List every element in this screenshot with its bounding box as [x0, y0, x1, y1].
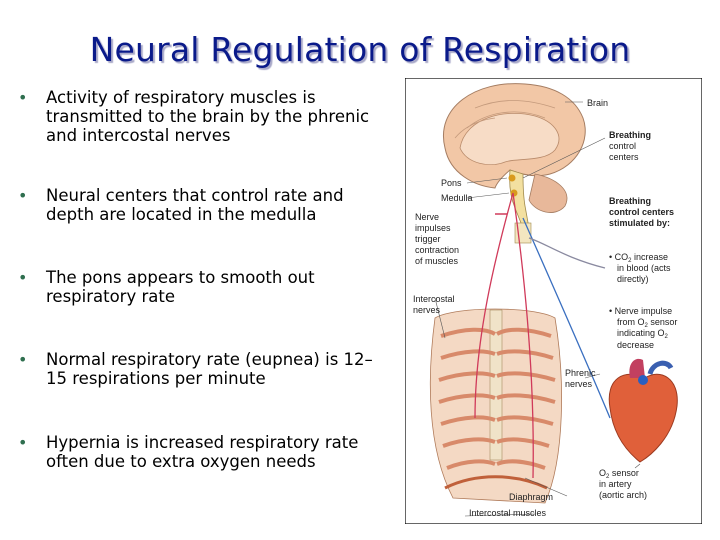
bullet-dot-icon: •	[18, 186, 27, 205]
bullet-dot-icon: •	[18, 433, 27, 452]
label-nerve-impulses-4: contraction	[415, 245, 459, 255]
label-stimulated-2: control centers	[609, 207, 674, 217]
label-diaphragm: Diaphragm	[509, 492, 553, 502]
label-nerve-impulses-3: trigger	[415, 234, 441, 244]
rib-cage-illustration	[430, 309, 561, 503]
bullet-text: Normal respiratory rate (eupnea) is 12–1…	[46, 350, 391, 388]
label-stimulated-1: Breathing	[609, 196, 651, 206]
respiration-diagram: Brain Breathing control centers Pons Med…	[405, 78, 702, 524]
bullet-text: Activity of respiratory muscles is trans…	[46, 88, 391, 145]
bullet-dot-icon: •	[18, 88, 27, 107]
bullet-dot-icon: •	[18, 268, 27, 287]
bullet-text: The pons appears to smooth out respirato…	[46, 268, 391, 306]
label-nerve-impulses-2: impulses	[415, 223, 451, 233]
bullet-text: Neural centers that control rate and dep…	[46, 186, 391, 224]
slide-title: Neural Regulation of Respiration	[0, 30, 720, 69]
label-intercostal-nerves-2: nerves	[413, 305, 441, 315]
label-co2-2: in blood (acts	[617, 263, 671, 273]
bullet-text: Hypernia is increased respiratory rate o…	[46, 433, 391, 471]
label-breathing-3: centers	[609, 152, 639, 162]
label-stimulated-3: stimulated by:	[609, 218, 670, 228]
label-medulla: Medulla	[441, 193, 473, 203]
label-nerve-impulse-4: decrease	[617, 340, 654, 350]
label-phrenic-2: nerves	[565, 379, 593, 389]
label-phrenic-1: Phrenic	[565, 368, 596, 378]
label-breathing-2: control	[609, 141, 636, 151]
label-o2-sensor-2: in artery	[599, 479, 632, 489]
label-intercostal-nerves-1: Intercostal	[413, 294, 455, 304]
label-o2-sensor-3: (aortic arch)	[599, 490, 647, 500]
label-intercostal-muscles: Intercostal muscles	[469, 508, 547, 518]
label-co2-3: directly)	[617, 274, 649, 284]
label-nerve-impulses-1: Nerve	[415, 212, 439, 222]
label-nerve-impulse-1: • Nerve impulse	[609, 306, 672, 316]
label-brain: Brain	[587, 98, 608, 108]
label-pons: Pons	[441, 178, 462, 188]
bullet-dot-icon: •	[18, 350, 27, 369]
label-breathing-1: Breathing	[609, 130, 651, 140]
label-nerve-impulses-5: of muscles	[415, 256, 459, 266]
